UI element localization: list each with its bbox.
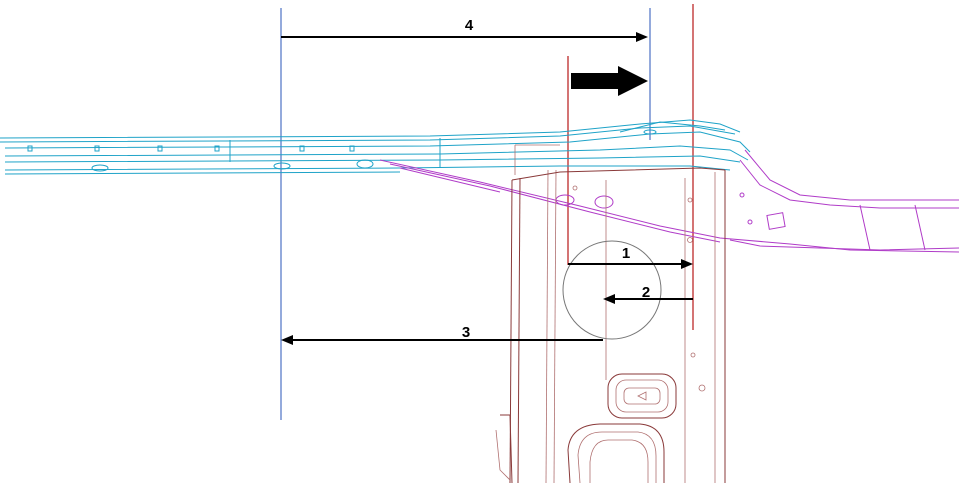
purple-profile xyxy=(379,149,959,253)
brown-pillar xyxy=(495,144,726,483)
dimension-3: 3 xyxy=(281,324,603,345)
detail-circle xyxy=(562,240,662,340)
cyan-rail xyxy=(0,119,751,175)
dimension-label-1: 1 xyxy=(622,245,630,262)
dimension-label-3: 3 xyxy=(462,324,470,341)
dimension-2: 2 xyxy=(603,284,693,304)
dimension-label-4: 4 xyxy=(465,17,474,34)
dimension-1: 1 xyxy=(568,245,693,269)
dimension-label-2: 2 xyxy=(642,284,650,301)
direction-arrow xyxy=(571,66,648,96)
dimension-4: 4 xyxy=(281,17,648,42)
